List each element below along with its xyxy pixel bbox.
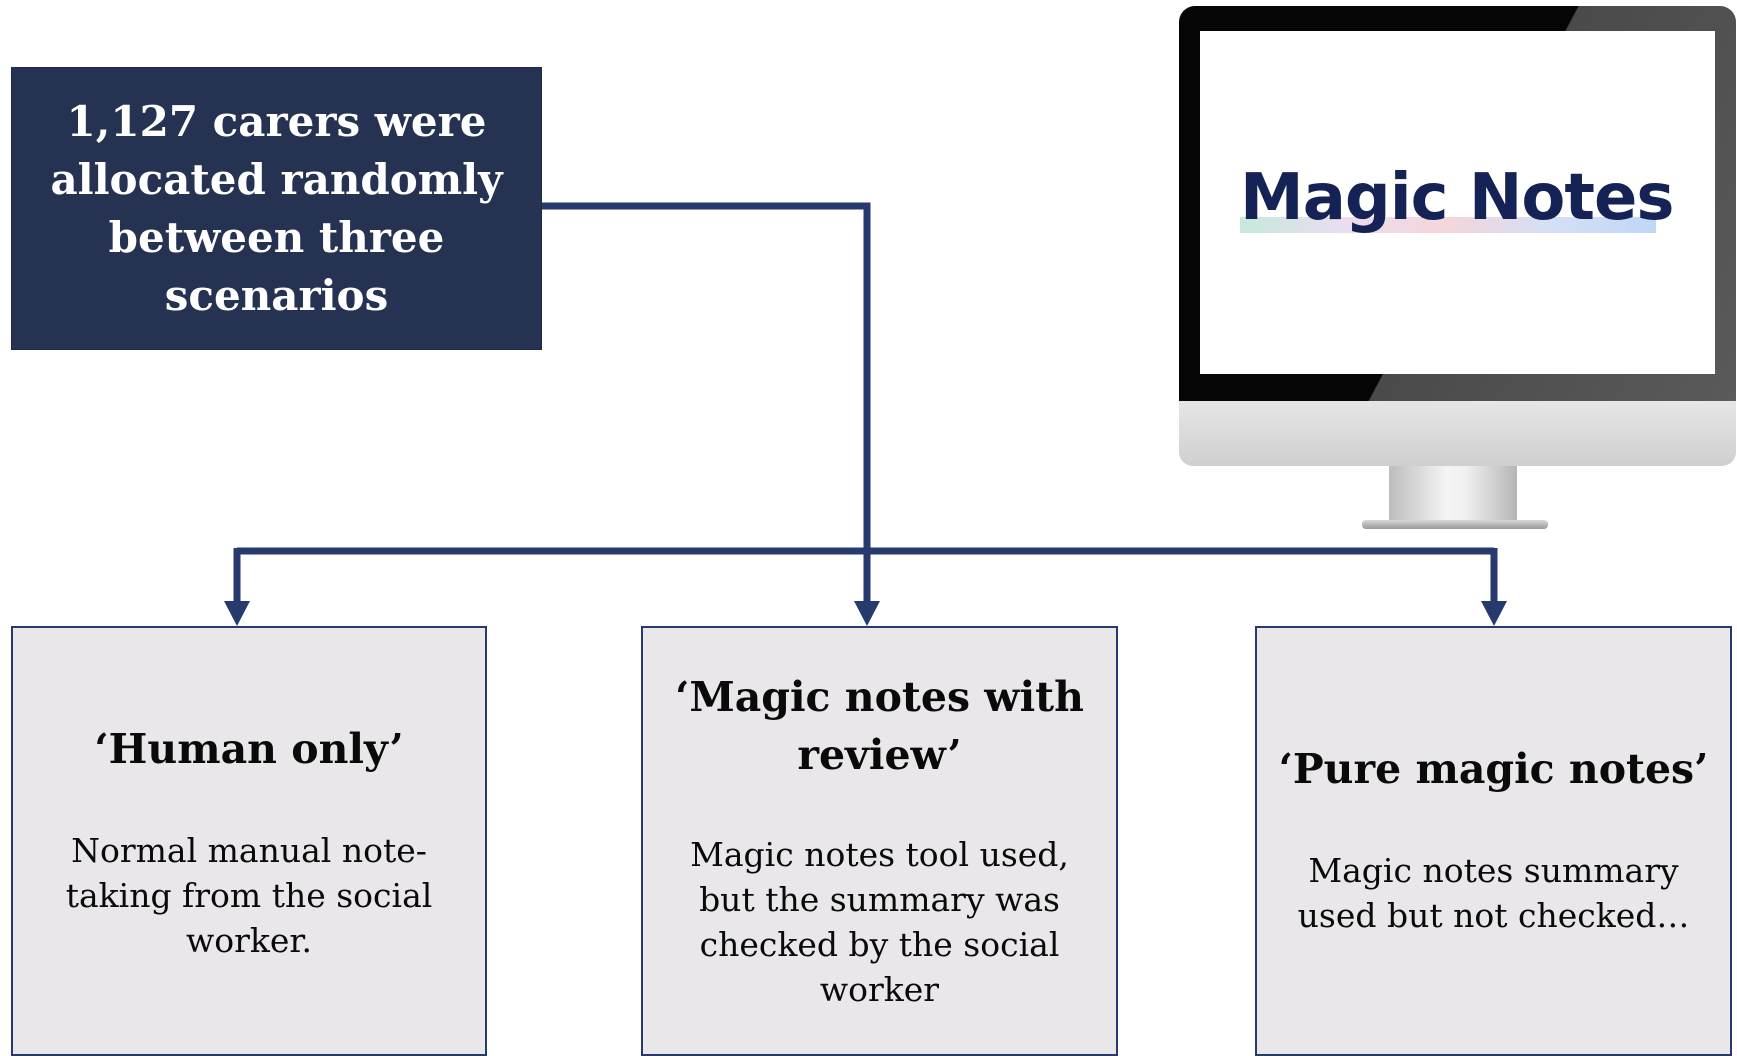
monitor-stand [1389,466,1517,526]
scenario-description: Normal manual note-taking from the socia… [65,831,433,960]
monitor-foot [1362,520,1548,529]
scenario-description: Magic notes tool used, but the summary w… [690,835,1069,1009]
monitor-bezel: Magic Notes [1179,6,1736,401]
scenario-title: ‘Human only’ [94,725,404,773]
allocation-text: 1,127 carers were allocated randomly bet… [50,96,503,320]
scenario-human-only: ‘Human only’ Normal manual note-taking f… [11,626,487,1056]
monitor-chin [1179,401,1736,466]
allocation-box: 1,127 carers were allocated randomly bet… [11,67,542,350]
connector-main [542,202,871,604]
magic-notes-logo: Magic Notes [1240,161,1674,235]
arrowhead-right [1481,601,1507,626]
scenario-title: ‘Magic notes with review’ [675,673,1084,779]
scenario-magic-notes-with-review: ‘Magic notes with review’ Magic notes to… [641,626,1118,1056]
arrowhead-middle [854,601,880,626]
scenario-pure-magic-notes: ‘Pure magic notes’ Magic notes summary u… [1255,626,1732,1056]
scenario-title: ‘Pure magic notes’ [1278,745,1709,793]
monitor-screen: Magic Notes [1200,31,1715,374]
arrowhead-left [224,601,250,626]
logo-underline [1240,217,1656,233]
monitor-illustration: Magic Notes [1179,6,1736,536]
scenario-description: Magic notes summary used but not checked… [1297,851,1690,935]
